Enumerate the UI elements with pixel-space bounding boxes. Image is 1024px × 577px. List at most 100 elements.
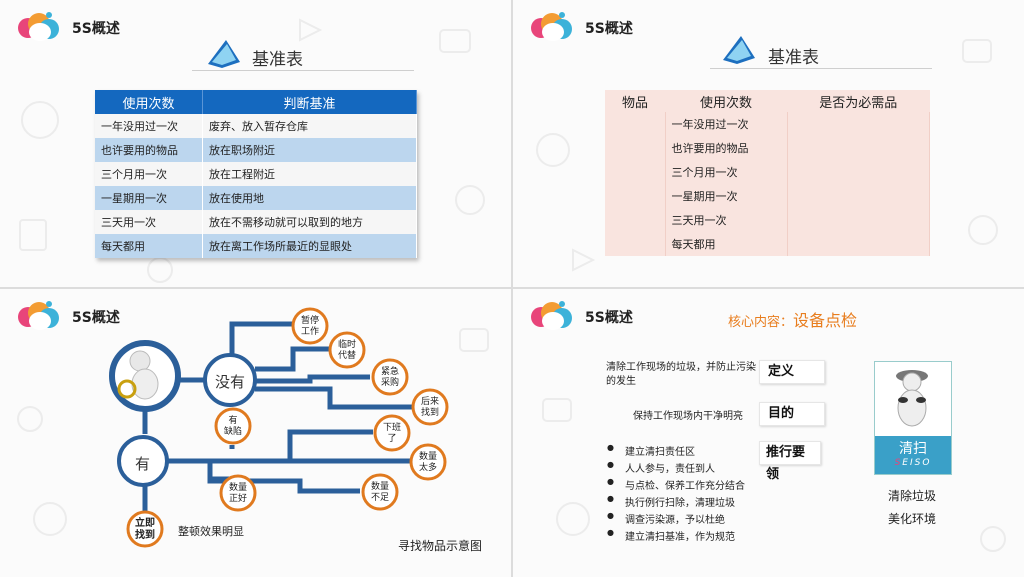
brand-logo-icon [531,12,572,41]
table-cell: 一年没用过一次 [665,112,788,136]
table-row: 三个月用一次放在工程附近 [95,162,417,186]
core-content-heading: 核心内容：设备点检 [728,311,858,330]
item-cell[interactable] [605,160,666,184]
card-title: 清扫 [899,441,927,457]
table-cell: 一星期用一次 [665,184,788,208]
bullet-item: 与点检、保养工作充分结合 [607,477,745,492]
necessity-cell[interactable] [787,112,930,136]
node-now-ring [126,510,164,548]
table-row: 一星期用一次 [605,184,930,208]
node-pause-ring [291,307,329,345]
purpose-text: 保持工作现场内干净明亮 [633,411,743,422]
node-now: 立即找到 [135,518,155,541]
slide-3[interactable]: 5S概述 [0,289,511,577]
table-cell: 也许要用的物品 [95,138,203,162]
search-flow-diagram [109,307,449,548]
title-underline [192,70,414,71]
table-row: 也许要用的物品 [605,136,930,160]
yes-node-ring [117,435,169,487]
definition-text: 清除工作现场的垃圾，并防止污染的发生 [606,362,756,387]
table-cell: 三个月用一次 [95,162,203,186]
bullet-item: 建立清扫基准，作为规范 [607,528,735,543]
brand-title: 5S概述 [585,310,633,326]
slide-1[interactable]: 5S概述 基准表 使用次数 判断基准 一年没用过一次废弃、放入暂存仓库 也许要用… [0,0,511,287]
column-header: 判断基准 [202,90,417,114]
node-later: 后来找到 [420,397,439,418]
slide-1-title: 基准表 [252,50,303,70]
card-subtitle: SEISO [894,458,932,468]
node-temp: 临时代替 [337,340,356,361]
item-cell[interactable] [605,136,666,160]
node-off-ring [373,414,411,452]
table-cell: 三天用一次 [95,210,203,234]
table-row: 每天都用 [605,232,930,256]
key-points-label: 推行要领 [759,441,821,482]
effect-label: 整顿效果明显 [178,525,244,538]
table-row: 每天都用放在离工作场所最近的显眼处 [95,234,417,258]
item-cell[interactable] [605,184,666,208]
necessity-cell[interactable] [787,232,930,256]
item-cell[interactable] [605,232,666,256]
node-temp-ring [328,331,366,369]
table-row: 三个月用一次 [605,160,930,184]
title-underline [710,68,932,69]
background-pattern [19,18,485,283]
table-cell: 放在使用地 [202,186,417,210]
slide-2-title: 基准表 [768,48,819,68]
node-good-ring [219,474,257,512]
node-many-ring [409,443,447,481]
necessity-cell[interactable] [787,160,930,184]
table-cell: 三天用一次 [665,208,788,232]
table-row: 一星期用一次放在使用地 [95,186,417,210]
slogan-1: 清除垃圾 [888,489,937,503]
table-cell: 废弃、放入暂存仓库 [202,114,417,138]
seiso-banner: 清扫 SEISO [875,436,951,474]
brand-logo-icon [18,12,59,41]
table-row: 一年没用过一次 [605,112,930,136]
background-pattern [536,39,998,272]
table-cell: 每天都用 [665,232,788,256]
table-row: 三天用一次放在不需移动就可以取到的地方 [95,210,417,234]
book-icon [723,36,755,64]
checklist-table: 物品 使用次数 是否为必需品 一年没用过一次 也许要用的物品 三个月用一次 一星… [605,90,930,256]
node-defect-ring [214,407,252,445]
book-icon [208,40,240,68]
table-cell: 三个月用一次 [665,160,788,184]
table-row: 也许要用的物品放在职场附近 [95,138,417,162]
table-cell: 一年没用过一次 [95,114,203,138]
table-header-row: 使用次数 判断基准 [95,90,417,114]
slogan-2: 美化环境 [888,512,937,526]
bullet-item: 建立清扫责任区 [607,443,695,458]
bullet-item: 人人参与，责任到人 [607,460,715,475]
item-cell[interactable] [605,112,666,136]
brand-logo-icon [531,301,572,330]
bullet-item: 执行例行扫除，清理垃圾 [607,494,735,509]
node-good: 数量正好 [228,483,247,504]
necessity-cell[interactable] [787,208,930,232]
item-cell[interactable] [605,208,666,232]
no-node-ring [203,353,257,407]
node-urgent-ring [371,358,409,396]
purpose-label: 目的 [759,402,825,426]
node-defect: 有缺陷 [223,416,242,437]
node-off: 下班了 [382,423,401,444]
node-later-ring [411,388,449,426]
necessity-cell[interactable] [787,136,930,160]
column-header: 是否为必需品 [819,95,898,111]
table-cell: 一星期用一次 [95,186,203,210]
slide-2[interactable]: 5S概述 基准表 物品 使用次数 是否为必需品 一年没用过一次 也许要用的物品 … [513,0,1024,287]
node-few-ring [361,473,399,511]
seiso-card: 清扫 SEISO [874,361,952,475]
slide-4[interactable]: 5S概述 核心内容：设备点检 清除工作现场的垃圾，并防止污染的发生 定义 保持工… [513,289,1024,577]
table-header-row: 物品 使用次数 是否为必需品 [605,90,930,112]
background-pattern [17,328,489,536]
node-pause: 暂停工作 [300,316,319,337]
diagram-caption: 寻找物品示意图 [398,539,483,553]
table-cell: 放在工程附近 [202,162,417,186]
no-label: 没有 [215,373,246,391]
node-few: 数量不足 [370,482,389,503]
necessity-cell[interactable] [787,184,930,208]
table-cell: 放在不需移动就可以取到的地方 [202,210,417,234]
column-header: 使用次数 [95,90,203,114]
table-row: 一年没用过一次废弃、放入暂存仓库 [95,114,417,138]
